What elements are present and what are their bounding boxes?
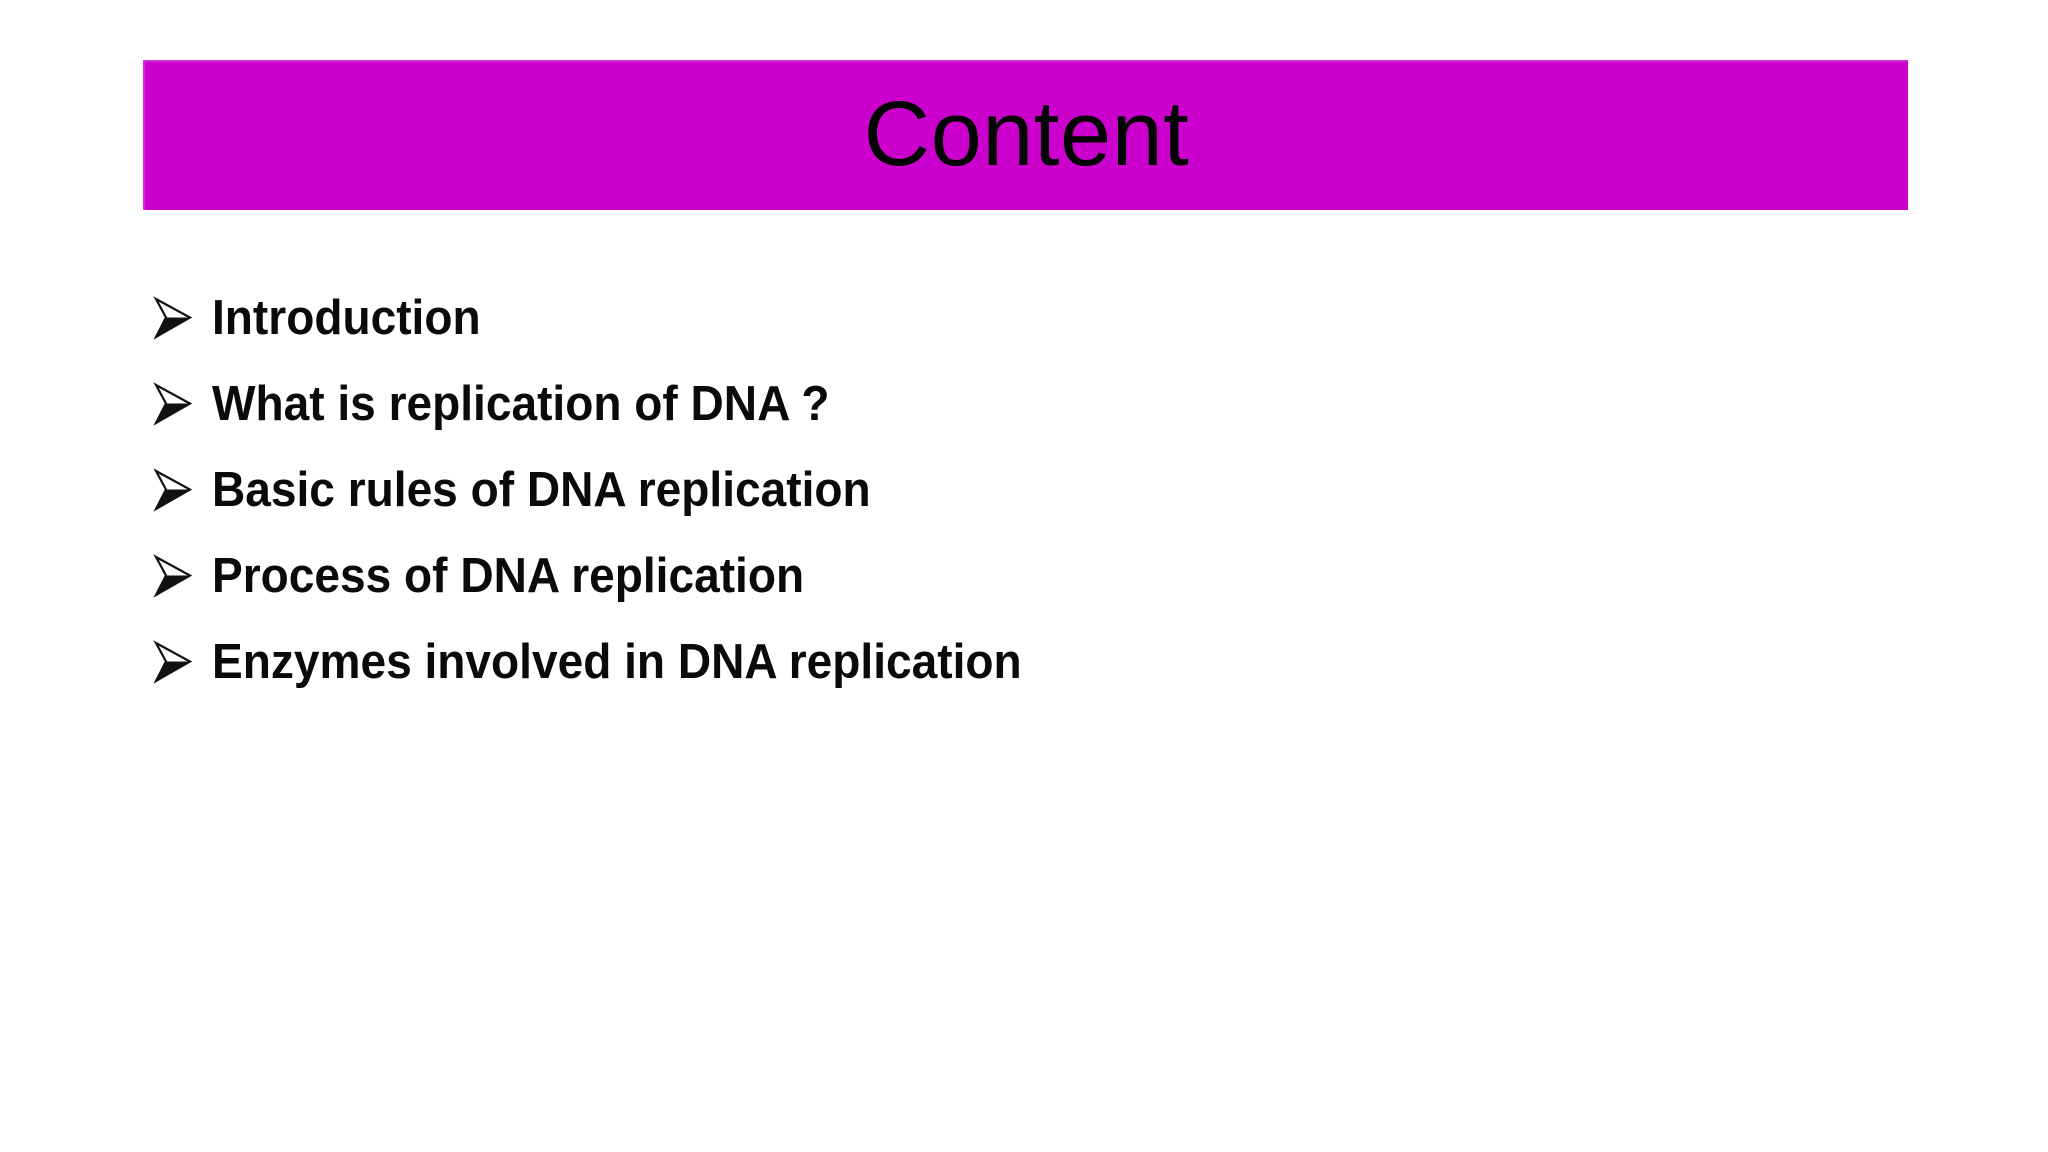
list-item-label: What is replication of DNA ?	[212, 377, 830, 431]
title-banner: Content	[143, 60, 1908, 210]
list-item: Process of DNA replication	[152, 548, 1952, 634]
list-item: Introduction	[152, 290, 1952, 376]
list-item: What is replication of DNA ?	[152, 376, 1952, 462]
arrowhead-bullet-icon	[152, 296, 212, 340]
list-item: Basic rules of DNA replication	[152, 462, 1952, 548]
content-bullet-list: Introduction What is replication of DNA …	[152, 290, 1952, 720]
arrowhead-bullet-icon	[152, 554, 212, 598]
arrowhead-bullet-icon	[152, 640, 212, 684]
list-item-label: Introduction	[212, 291, 481, 345]
arrowhead-bullet-icon	[152, 468, 212, 512]
list-item-label: Enzymes involved in DNA replication	[212, 635, 1022, 689]
list-item: Enzymes involved in DNA replication	[152, 634, 1952, 720]
page-title: Content	[863, 83, 1190, 185]
arrowhead-bullet-icon	[152, 382, 212, 426]
list-item-label: Basic rules of DNA replication	[212, 463, 871, 517]
list-item-label: Process of DNA replication	[212, 549, 805, 603]
